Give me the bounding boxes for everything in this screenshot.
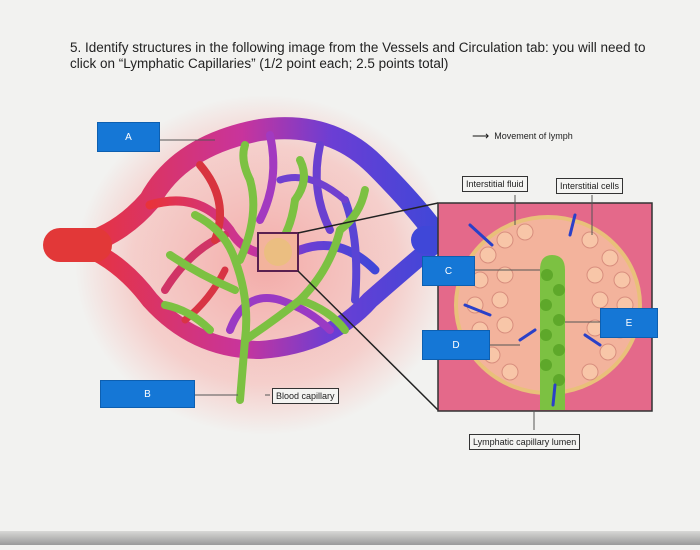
question-text: 5. Identify structures in the following …: [70, 40, 646, 71]
answer-box-e[interactable]: E: [600, 308, 658, 338]
screen-bottom-edge: [0, 531, 700, 545]
arrow-right-icon: ⟶: [472, 129, 490, 143]
zoom-inset: [437, 202, 653, 412]
callout-interstitial-cells: Interstitial cells: [556, 178, 624, 194]
answer-box-a[interactable]: A: [97, 122, 160, 152]
legend-movement-of-lymph: ⟶ Movement of lymph: [472, 129, 573, 143]
answer-box-b[interactable]: B: [100, 380, 195, 408]
blood-vessel-network: [43, 117, 484, 360]
answer-box-c[interactable]: C: [422, 256, 475, 286]
lymphatic-network: [161, 141, 369, 404]
legend-label: Movement of lymph: [494, 131, 573, 141]
callout-lymphatic-capillary-lumen: Lymphatic capillary lumen: [469, 434, 581, 450]
callout-blood-capillary: Blood capillary: [272, 388, 339, 404]
answer-box-d[interactable]: D: [422, 330, 490, 360]
callout-interstitial-fluid: Interstitial fluid: [462, 176, 528, 192]
